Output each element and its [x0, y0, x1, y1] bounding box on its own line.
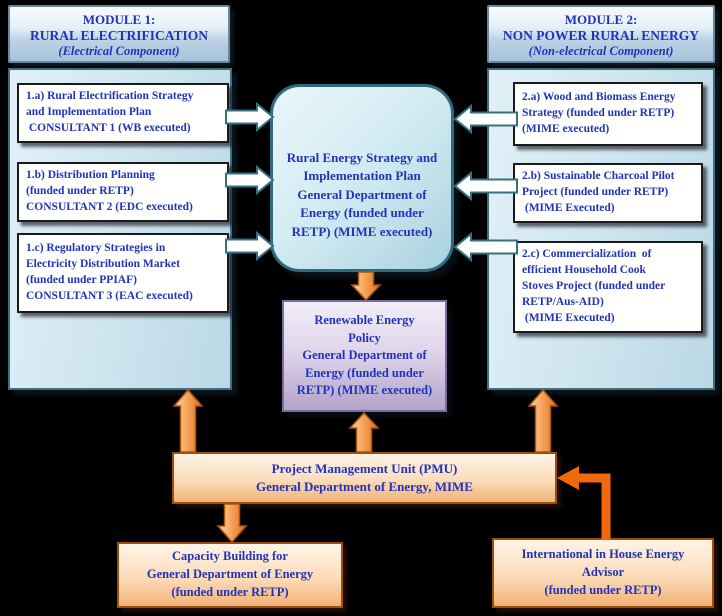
renewable-energy-policy-title: Renewable Energy Policy: [314, 313, 415, 345]
module1-subtitle: RURAL ELECTRIFICATION: [30, 28, 208, 43]
arrowhead-advisor-to-pmu: [557, 466, 579, 490]
module1-header: MODULE 1: RURAL ELECTRIFICATION (Electri…: [8, 5, 230, 63]
box-1c-regulatory-strategies: 1.c) Regulatory Strategies in Electricit…: [17, 233, 229, 313]
renewable-energy-policy-body: General Department of Energy (funded und…: [296, 348, 433, 398]
capacity-building-title: Capacity Building for: [172, 549, 288, 564]
rural-energy-strategy-body: General Department of Energy (funded und…: [291, 186, 433, 239]
module1-title: MODULE 1:: [82, 12, 156, 27]
module2-title: MODULE 2:: [564, 12, 638, 27]
arrow-pmu-to-policy: [348, 411, 380, 453]
box-2a-wood-biomass-energy: 2.a) Wood and Biomass Energy Strategy (f…: [513, 82, 703, 146]
box-1a-rural-electrification-strategy: 1.a) Rural Electrification Strategy and …: [17, 83, 229, 143]
arrow-box1a-to-center: [225, 101, 275, 133]
arrow-pmu-to-capacity: [216, 503, 248, 544]
module2-header: MODULE 2: NON POWER RURAL ENERGY (Non-el…: [487, 5, 715, 63]
arrow-pmu-to-module1: [172, 388, 204, 453]
arrow-box1b-to-center: [225, 164, 275, 196]
rural-energy-strategy-box: Rural Energy Strategy and Implementation…: [270, 84, 454, 272]
pmu-box: Project Management Unit (PMU) General De…: [172, 452, 557, 504]
arrow-box1c-to-center: [225, 230, 275, 262]
rural-energy-strategy-title: Rural Energy Strategy and Implementation…: [286, 149, 438, 184]
pmu-body: General Department of Energy, MIME: [256, 479, 473, 494]
box-1b-distribution-planning: 1.b) Distribution Planning (funded under…: [17, 162, 229, 222]
box-2b-sustainable-charcoal: 2.b) Sustainable Charcoal Pilot Project …: [513, 163, 703, 223]
energy-advisor-title: International in House Energy Advisor: [521, 547, 685, 580]
arrow-center-to-policy: [350, 271, 382, 302]
arrow-pmu-to-module2: [527, 388, 559, 453]
energy-advisor-box: International in House Energy Advisor (f…: [492, 538, 714, 608]
capacity-building-body: General Department of Energy (funded und…: [146, 567, 314, 599]
renewable-energy-policy-box: Renewable Energy Policy General Departme…: [282, 300, 447, 412]
module1-component-label: (Electrical Component): [58, 44, 180, 58]
pmu-title: Project Management Unit (PMU): [271, 460, 458, 476]
module2-component-label: (Non-electrical Component): [528, 44, 674, 58]
box-2c-cook-stoves: 2.c) Commercialization of efficient Hous…: [513, 241, 703, 333]
energy-advisor-body: (funded under RETP): [544, 582, 662, 597]
connector-advisor-to-pmu: [577, 473, 611, 540]
capacity-building-box: Capacity Building for General Department…: [117, 542, 343, 608]
module2-subtitle: NON POWER RURAL ENERGY: [502, 28, 700, 43]
